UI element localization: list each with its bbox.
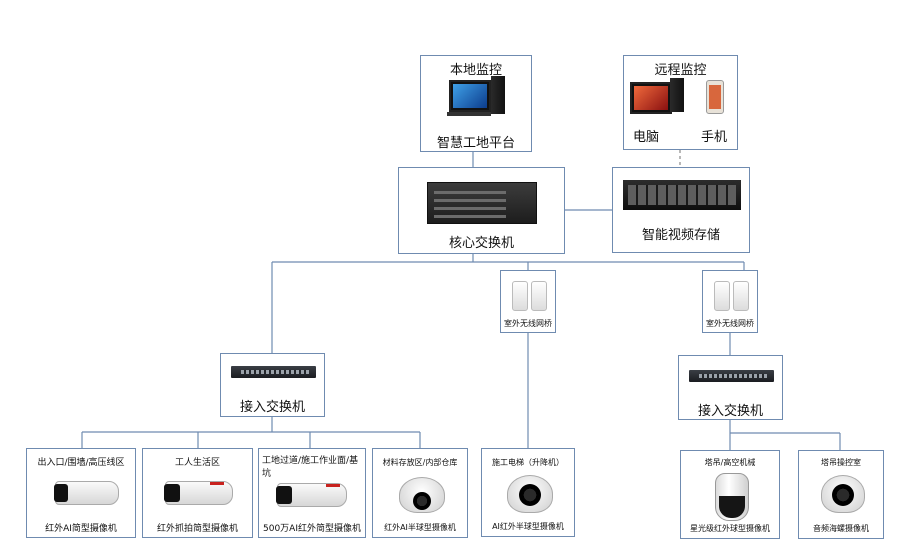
- camera-model-label: 红外AI半球型摄像机: [384, 523, 456, 532]
- camera-model-label: 红外抓拍简型摄像机: [156, 524, 238, 534]
- wireless-bridge-icon: [512, 281, 528, 311]
- pc-monitor-icon: [630, 82, 672, 114]
- ptz-camera-icon: [715, 473, 749, 521]
- local-monitor-box: 本地监控 智慧工地平台: [420, 55, 532, 152]
- access-switch-left-box: 接入交换机: [220, 353, 325, 417]
- camera-location-label: 工地过道/施工作业面/基坑: [262, 456, 359, 479]
- camera-model-label: 音频海螺摄像机: [813, 524, 869, 533]
- camera-box-crane-cab: 塔吊操控室 音频海螺摄像机: [798, 450, 884, 539]
- camera-box-tower-crane: 塔吊/高空机械 星光级红外球型摄像机: [680, 450, 780, 539]
- desktop-monitor-icon: [449, 80, 491, 112]
- phone-label: 手机: [700, 130, 727, 145]
- pc-label: 电脑: [632, 130, 659, 145]
- camera-location-label: 塔吊操控室: [821, 458, 861, 467]
- wireless-bridge-icon: [531, 281, 547, 311]
- platform-label: 智慧工地平台: [436, 136, 515, 151]
- desktop-tower-icon: [491, 76, 505, 114]
- conch-camera-icon: [821, 475, 865, 513]
- wireless-bridge-icon: [733, 281, 749, 311]
- bullet-camera-icon: [54, 481, 119, 505]
- bridge-right-box: 室外无线网桥: [702, 270, 758, 333]
- camera-box-construction-area: 工地过道/施工作业面/基坑 500万AI红外简型摄像机: [258, 448, 366, 538]
- core-switch-icon: [427, 182, 537, 224]
- access-switch-icon: [231, 366, 316, 378]
- camera-location-label: 出入口/围墙/高压线区: [37, 458, 125, 468]
- wireless-bridge-icon: [714, 281, 730, 311]
- dome-camera-icon: [507, 475, 553, 513]
- camera-box-elevator: 施工电梯（升降机） AI红外半球型摄像机: [481, 448, 575, 537]
- remote-monitor-title: 远程监控: [654, 63, 707, 78]
- phone-icon: [706, 80, 724, 114]
- bridge-left-box: 室外无线网桥: [500, 270, 556, 333]
- camera-model-label: AI红外半球型摄像机: [492, 522, 564, 531]
- access-switch-right-label: 接入交换机: [697, 404, 763, 419]
- video-storage-label: 智能视频存储: [641, 228, 720, 243]
- camera-model-label: 500万AI红外简型摄像机: [263, 524, 361, 534]
- camera-box-living-area: 工人生活区 红外抓拍简型摄像机: [142, 448, 253, 538]
- core-switch-label: 核心交换机: [448, 236, 514, 251]
- keyboard-icon: [447, 112, 491, 116]
- bullet-camera-icon: [164, 481, 233, 505]
- camera-model-label: 星光级红外球型摄像机: [690, 524, 770, 533]
- bridge-left-label: 室外无线网桥: [504, 319, 552, 328]
- camera-location-label: 材料存放区/内部仓库: [382, 458, 458, 467]
- access-switch-right-box: 接入交换机: [678, 355, 783, 420]
- local-monitor-title: 本地监控: [449, 63, 502, 78]
- camera-model-label: 红外AI简型摄像机: [45, 524, 117, 534]
- core-switch-box: 核心交换机: [398, 167, 565, 254]
- pc-tower-icon: [670, 78, 684, 112]
- video-storage-box: 智能视频存储: [612, 167, 750, 253]
- bullet-camera-icon: [276, 483, 347, 507]
- camera-box-entrance: 出入口/围墙/高压线区 红外AI简型摄像机: [26, 448, 136, 538]
- camera-location-label: 工人生活区: [174, 458, 220, 468]
- camera-location-label: 塔吊/高空机械: [704, 458, 756, 467]
- access-switch-left-label: 接入交换机: [239, 400, 305, 415]
- camera-location-label: 施工电梯（升降机）: [492, 458, 564, 467]
- nvr-storage-icon: [623, 180, 741, 210]
- camera-box-warehouse: 材料存放区/内部仓库 红外AI半球型摄像机: [372, 448, 468, 538]
- remote-monitor-box: 远程监控 电脑 手机: [623, 55, 738, 150]
- bridge-right-label: 室外无线网桥: [706, 319, 754, 328]
- access-switch-icon: [689, 370, 774, 382]
- dome-camera-icon: [399, 477, 445, 513]
